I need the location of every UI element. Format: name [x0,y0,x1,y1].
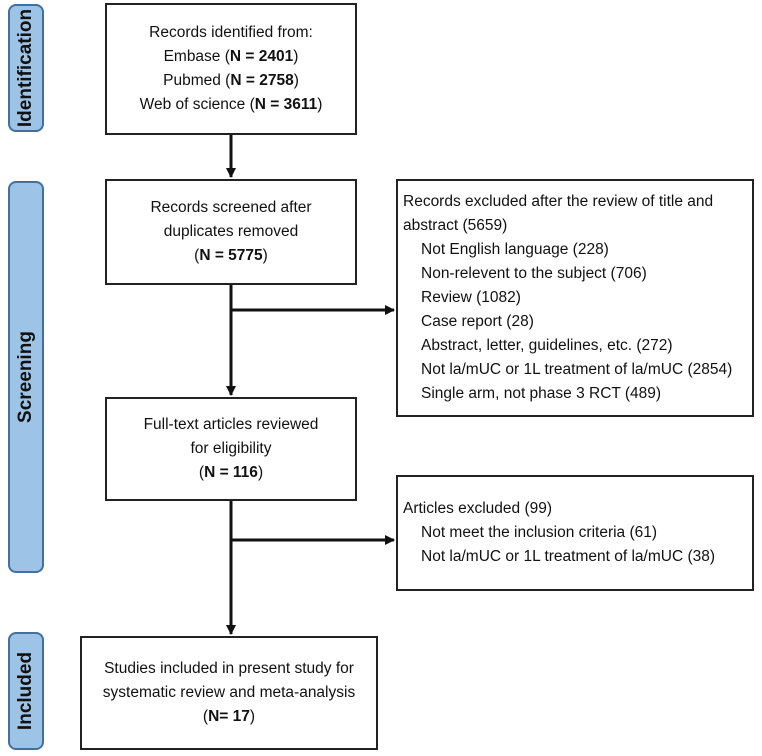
exclusion-reason: Review (1082) [421,289,521,306]
exclusion-reason: Abstract, letter, guidelines, etc. (272) [421,337,673,354]
exclusion-reason: Non-relevent to the subject (706) [421,265,647,282]
fulltext-count: (N = 116) [198,464,264,481]
fulltext-reviewed-box: Full-text articles reviewed for eligibil… [105,397,357,501]
source-pubmed: Pubmed (N = 2758) [163,72,299,89]
exclusion-reason: Not meet the inclusion criteria (61) [421,524,658,541]
included-line-1: Studies included in present study for [104,660,354,677]
phase-included: Included [8,632,44,750]
screened-line-2: duplicates removed [163,223,299,240]
exclusion-reason: Not English language (228) [421,241,609,258]
studies-included-box: Studies included in present study for sy… [80,636,378,750]
fulltext-line-1: Full-text articles reviewed [143,416,319,433]
exclusion-reason: Single arm, not phase 3 RCT (489) [421,385,662,402]
records-excluded-box: Records excluded after the review of tit… [396,179,754,417]
excluded-line-2: abstract (5659) [403,217,508,234]
phase-identification: Identification [8,4,44,132]
phase-screening: Screening [8,181,44,573]
records-identified-box: Records identified from: Embase (N = 240… [105,3,357,135]
articles-excluded-box: Articles excluded (99) Not meet the incl… [396,475,754,591]
records-identified-heading: Records identified from: [149,24,313,41]
screened-count: (N = 5775) [194,247,268,264]
source-embase: Embase (N = 2401) [163,48,299,65]
exclusion-reason: Not la/mUC or 1L treatment of la/mUC (28… [421,361,733,378]
included-line-2: systematic review and meta-analysis [102,684,356,701]
included-count: (N= 17) [202,708,256,725]
exclusion-reason: Not la/mUC or 1L treatment of la/mUC (38… [421,548,716,565]
exclusion-reason: Case report (28) [421,313,534,330]
articles-excluded-heading: Articles excluded (99) [403,500,553,517]
fulltext-line-2: for eligibility [190,440,272,457]
records-screened-box: Records screened after duplicates remove… [105,179,357,285]
screened-line-1: Records screened after [150,199,312,216]
source-web-of-science: Web of science (N = 3611) [139,96,323,113]
excluded-line-1: Records excluded after the review of tit… [403,193,714,210]
